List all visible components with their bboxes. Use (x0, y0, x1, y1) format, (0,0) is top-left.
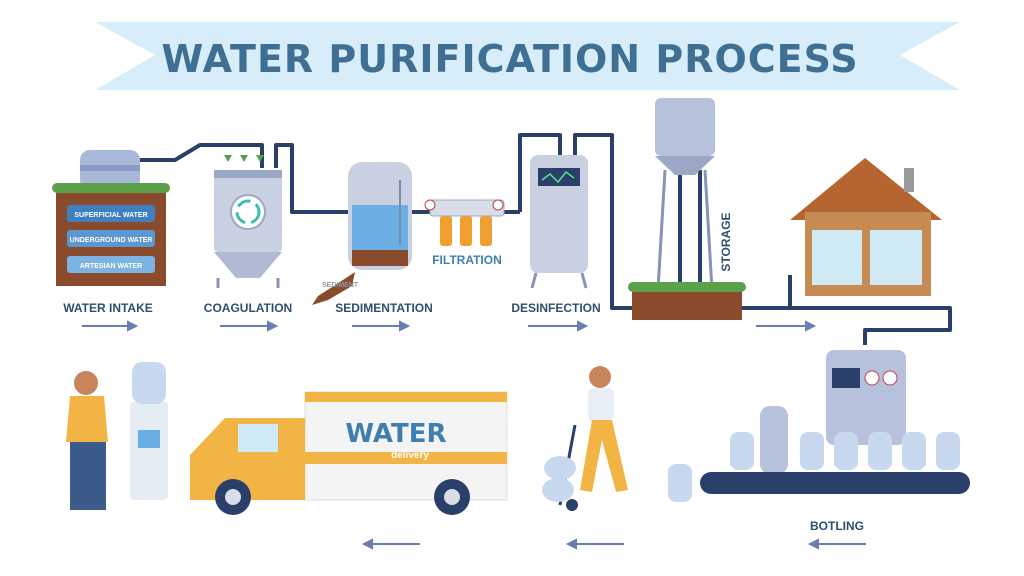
arrow-right-icon (220, 320, 279, 332)
arrow-left-icon (565, 538, 624, 550)
arrow-right-icon (352, 320, 411, 332)
step-label-filtration: FILTRATION (432, 253, 502, 267)
step-label-sedimentation: SEDIMENTATION (335, 301, 433, 315)
underground-layer (67, 230, 155, 247)
intake-layer-label: UNDERGROUND WATER (70, 237, 153, 244)
artesian-layer (67, 256, 155, 273)
truck-sub: delivery (391, 450, 429, 461)
delivery-truck: WATER delivery (190, 391, 508, 515)
filtration-unit (424, 199, 505, 246)
desinfection-tank (530, 155, 588, 289)
storage-tower (628, 98, 746, 320)
house (790, 158, 942, 296)
arrow-right-icon (528, 320, 589, 332)
arrow-left-icon (807, 538, 866, 550)
bathroom-window (812, 230, 862, 285)
superficial-layer (67, 205, 155, 222)
flow-arrows (82, 320, 866, 550)
step-label-botling: BOTLING (810, 519, 864, 533)
water-intake-tank: SUPERFICIAL WATER UNDERGROUND WATER ARTE… (52, 150, 170, 286)
recycle-icon (235, 199, 261, 225)
page-title: WATER PURIFICATION PROCESS (161, 37, 858, 81)
sediment-label: SEDIMENT (322, 282, 359, 289)
truck-brand: WATER (345, 419, 446, 449)
arrow-right-icon (82, 320, 139, 332)
man-with-water-cooler (66, 362, 168, 510)
arrow-left-icon (361, 538, 420, 550)
coagulation-tank (214, 155, 282, 288)
worker-with-cart (542, 366, 628, 511)
step-label-desinfection: DESINFECTION (511, 301, 600, 315)
intake-layer-label: SUPERFICIAL WATER (74, 212, 147, 219)
step-labels: WATER INTAKE COAGULATION SEDIMENTATION F… (63, 212, 864, 533)
title-banner: WATER PURIFICATION PROCESS (95, 22, 960, 90)
bathroom-window (870, 230, 922, 285)
sedimentation-tank: SEDIMENT (312, 162, 412, 305)
arrow-right-icon (756, 320, 817, 332)
step-label-storage: STORAGE (719, 212, 733, 271)
step-label-coagulation: COAGULATION (204, 301, 292, 315)
intake-layer-label: ARTESIAN WATER (80, 263, 142, 270)
bottling-machine (668, 350, 970, 502)
step-label-water-intake: WATER INTAKE (63, 301, 153, 315)
